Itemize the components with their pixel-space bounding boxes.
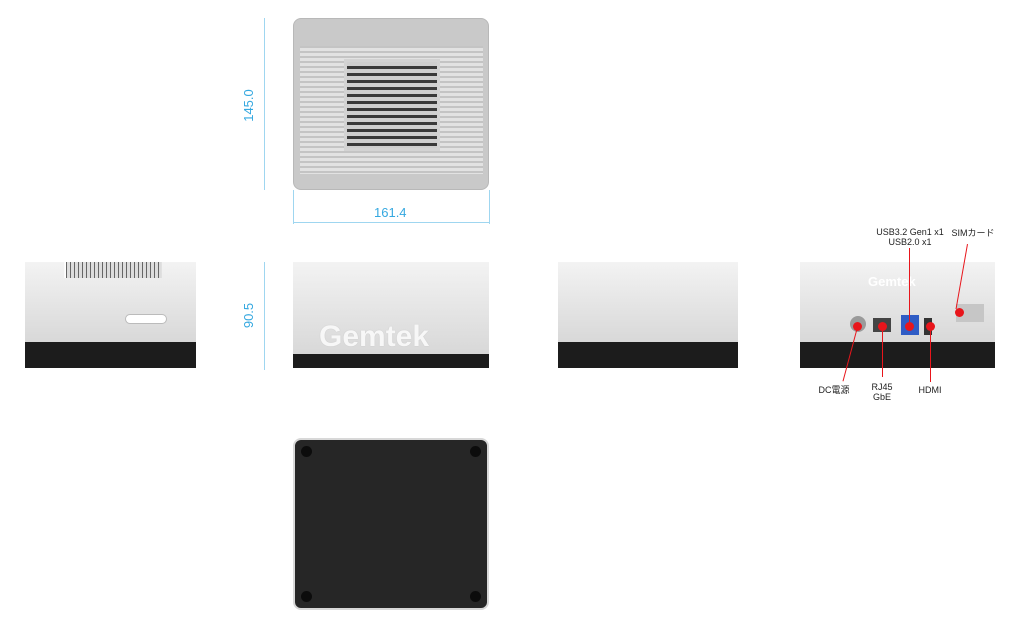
front-view: Gemtek	[293, 262, 489, 368]
gbe-text: GbE	[872, 392, 891, 402]
top-view	[293, 18, 489, 190]
bottom-view	[293, 438, 489, 610]
screw-icon	[470, 446, 481, 457]
usb-label: USB3.2 Gen1 x1 USB2.0 x1	[862, 227, 958, 247]
dc-label: DC電源	[818, 385, 850, 395]
width-dimension: 161.4	[374, 205, 407, 220]
screw-icon	[301, 446, 312, 457]
screw-icon	[301, 591, 312, 602]
right-side-view	[558, 262, 738, 368]
rear-brand-logo: Gemtek	[868, 274, 916, 289]
usb2-label: USB2.0 x1	[888, 237, 932, 247]
left-side-view	[25, 262, 196, 368]
rear-view: Gemtek	[800, 262, 995, 368]
brand-logo: Gemtek	[319, 320, 430, 353]
sim-label: SIMカード	[951, 228, 995, 238]
screw-icon	[470, 591, 481, 602]
rj45-text: RJ45	[871, 382, 893, 392]
rj45-label: RJ45 GbE	[862, 382, 902, 402]
usb3-label: USB3.2 Gen1 x1	[876, 227, 944, 237]
depth-dimension: 145.0	[240, 89, 256, 122]
hdmi-label: HDMI	[918, 385, 942, 395]
sim-slot	[956, 304, 984, 322]
height-dimension: 90.5	[241, 302, 257, 329]
fan-grille	[344, 59, 440, 151]
